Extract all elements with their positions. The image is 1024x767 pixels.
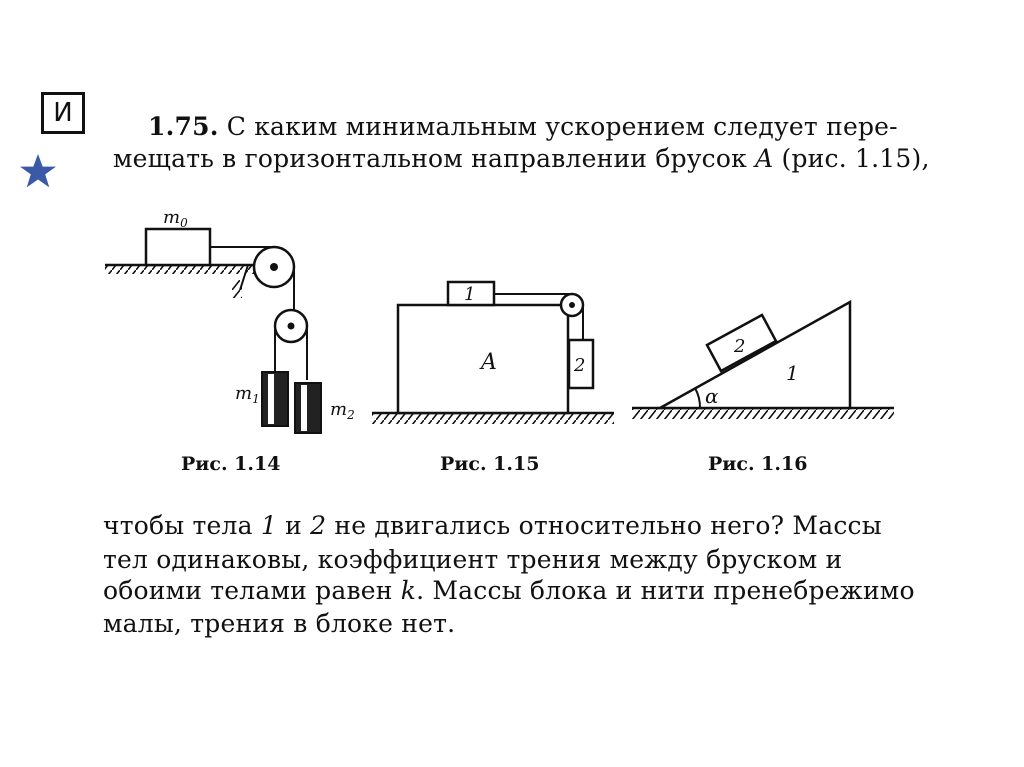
ground-hatch: [632, 409, 894, 419]
problem-number: 1.75.: [148, 112, 219, 141]
problem-line-2: мещать в горизонтальном направлении брус…: [113, 144, 930, 173]
body-ref-1: 1: [260, 511, 277, 540]
problem-text: чтобы тела: [103, 511, 261, 540]
problem-line-3: чтобы тела 1 и 2 не двигались относитель…: [103, 511, 882, 540]
caption-fig-1-16: Рис. 1.16: [708, 453, 807, 475]
label-m2: m2: [330, 399, 355, 422]
label-wedge-1: 1: [786, 361, 799, 385]
block-m0: [144, 227, 212, 267]
problem-text: мещать в горизонтальном направлении брус…: [113, 144, 756, 173]
pulley-axle: [270, 263, 278, 271]
label-m1: m1: [235, 383, 260, 406]
body-ref-2: 2: [310, 511, 327, 540]
variable-a: A: [755, 144, 774, 173]
figure-1-16: α 2 1 Рис. 1.16: [632, 299, 894, 475]
weight-m1: [261, 371, 289, 427]
problem-text: и: [276, 511, 311, 540]
problem-text: обоими телами равен: [103, 576, 401, 605]
figure-1-15: A 1 2 Рис. 1.15: [372, 280, 614, 475]
variable-k: k: [400, 576, 417, 605]
label-alpha: α: [705, 384, 719, 408]
ground-hatch: [105, 266, 255, 274]
weight-highlight: [268, 374, 274, 424]
label-block-a: A: [479, 350, 497, 375]
label-m0: m0: [163, 207, 188, 230]
pulley-axle: [569, 302, 575, 308]
angle-arc: [694, 387, 702, 409]
block-a: [396, 303, 570, 415]
label-body-1: 1: [464, 284, 475, 305]
problem-line-4: тел одинаковы, коэффициент трения между …: [103, 545, 842, 574]
wedge-1: [655, 299, 852, 410]
badge-letter: И: [53, 98, 73, 128]
ground-hatch: [372, 414, 614, 424]
figure-1-14: m0 m1 m2 Рис. 1.14: [105, 207, 355, 475]
wall-hatch: [232, 280, 242, 298]
badge-icon: И: [41, 92, 85, 134]
problem-line-5: обоими телами равен k. Массы блока и нит…: [103, 576, 915, 605]
star-icon: [20, 154, 56, 188]
problem-text: не двигались относительно него? Массы: [326, 511, 882, 540]
problem-text: малы, трения в блоке нет.: [103, 609, 456, 638]
caption-fig-1-15: Рис. 1.15: [440, 453, 539, 475]
problem-line-6: малы, трения в блоке нет.: [103, 609, 455, 638]
weight-m2: [294, 382, 322, 434]
problem-text: . Массы блока и нити пренебрежимо: [416, 576, 915, 605]
pulley-axle: [287, 322, 295, 330]
weight-highlight: [301, 385, 307, 431]
body-2: [705, 313, 778, 373]
label-body-2: 2: [573, 355, 585, 376]
label-body-2: 2: [733, 336, 745, 357]
problem-text: тел одинаковы, коэффициент трения между …: [103, 545, 843, 574]
caption-fig-1-14: Рис. 1.14: [181, 453, 280, 475]
body-2: [567, 338, 595, 390]
problem-text: С каким минимальным ускорением следует п…: [218, 112, 898, 141]
problem-text: (рис. 1.15),: [773, 144, 930, 173]
problem-line-1: 1.75. С каким минимальным ускорением сле…: [148, 112, 898, 141]
